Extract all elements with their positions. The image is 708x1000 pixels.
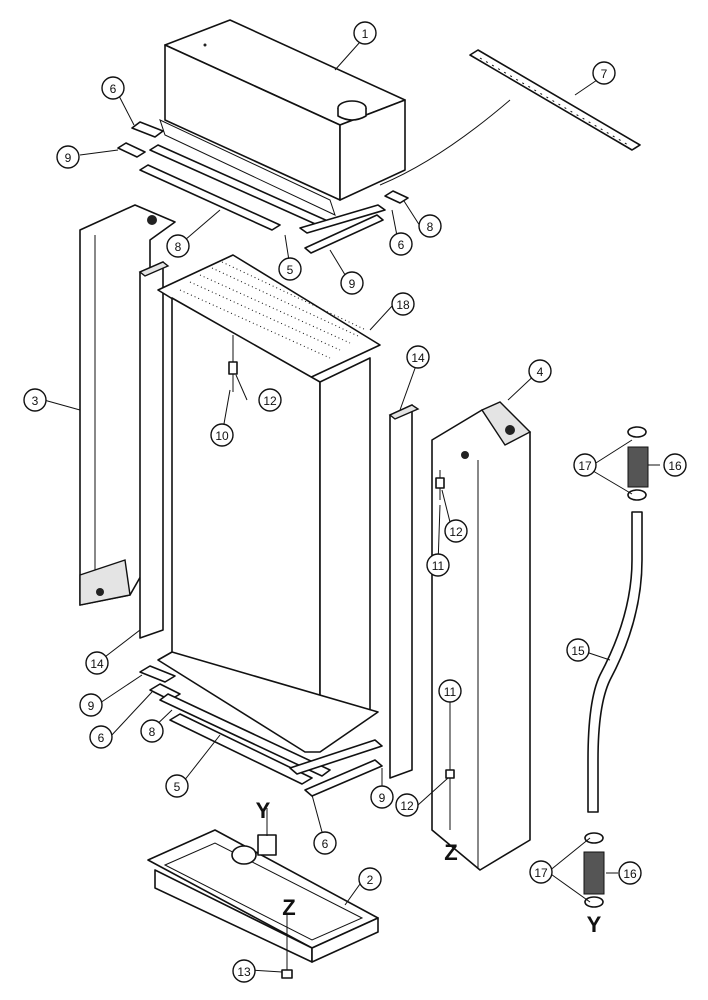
callout-label: 12 [449, 525, 463, 539]
callout-label: 8 [175, 240, 182, 254]
callout-6-upper-left: 6 [101, 76, 125, 100]
callout-label: 12 [400, 799, 414, 813]
callout-label: 11 [444, 685, 457, 699]
callout-16-upper: 16 [663, 453, 687, 477]
callout-label: 5 [174, 780, 181, 794]
callout-3: 3 [23, 388, 47, 412]
callout-label: 6 [98, 731, 105, 745]
callout-label: 17 [578, 459, 592, 473]
callout-8-upper-right: 8 [418, 214, 442, 238]
core-tube-field [179, 261, 367, 359]
callout-label: 14 [411, 351, 425, 365]
callout-label: 11 [432, 559, 445, 573]
callout-label: 12 [263, 394, 277, 408]
callout-label: 9 [379, 791, 386, 805]
callout-13: 13 [232, 959, 256, 983]
bottom-tank [147, 808, 379, 979]
callout-9-lower-left: 9 [79, 693, 103, 717]
callout-1: 1 [353, 21, 377, 45]
callout-6-lower-left: 6 [89, 725, 113, 749]
callout-label: 3 [32, 394, 39, 408]
callout-9-upper-left: 9 [56, 145, 80, 169]
callout-label: 15 [571, 644, 585, 658]
upper-gasket-strips [117, 121, 409, 254]
callout-17-lower: 17 [529, 860, 553, 884]
callout-label: 17 [534, 866, 548, 880]
mounting-strip-7 [469, 49, 641, 151]
callout-2: 2 [358, 867, 382, 891]
callout-label: 9 [349, 277, 356, 291]
callout-17-upper: 17 [573, 453, 597, 477]
callout-label: 16 [623, 867, 637, 881]
callout-10: 10 [210, 423, 234, 447]
callout-label: 5 [287, 263, 294, 277]
callout-12-core: 12 [258, 388, 282, 412]
callout-label: 6 [398, 238, 405, 252]
callout-9-upper-right: 9 [340, 271, 364, 295]
callout-label: 4 [537, 365, 544, 379]
callout-8-upper-left: 8 [166, 234, 190, 258]
callout-label: 8 [149, 725, 156, 739]
callout-label: 7 [601, 67, 608, 81]
callout-12-right-lower: 12 [395, 793, 419, 817]
callout-4: 4 [528, 359, 552, 383]
callout-16-lower: 16 [618, 861, 642, 885]
callout-6-upper-right: 6 [389, 232, 413, 256]
callout-15: 15 [566, 638, 590, 662]
callout-label: 6 [322, 837, 329, 851]
hose-assembly [583, 426, 649, 908]
callout-7: 7 [592, 61, 616, 85]
left-seal-strip [138, 261, 170, 639]
callout-18: 18 [391, 292, 415, 316]
callout-14-right: 14 [406, 345, 430, 369]
callout-8-lower: 8 [140, 719, 164, 743]
callout-5-top: 5 [278, 257, 302, 281]
callout-label: 16 [668, 459, 682, 473]
reference-letter-y-top: Y [256, 798, 271, 823]
callout-label: 10 [215, 429, 229, 443]
callout-6-lower-right: 6 [313, 831, 337, 855]
callout-12-right-upper: 12 [444, 519, 468, 543]
callout-11-lower: 11 [438, 679, 462, 703]
callout-label: 2 [367, 873, 374, 887]
callout-label: 6 [110, 82, 117, 96]
right-seal-strip [388, 404, 420, 779]
reference-letter-z-top: Z [444, 840, 457, 865]
lower-gasket-strips [139, 665, 455, 830]
reference-letter-y-bottom: Y [587, 912, 602, 937]
callout-label: 8 [427, 220, 434, 234]
callout-label: 1 [362, 27, 369, 41]
callout-label: 9 [65, 151, 72, 165]
callout-11-upper: 11 [426, 553, 450, 577]
reference-letter-z-bottom: Z [282, 895, 295, 920]
callout-5-bottom: 5 [165, 774, 189, 798]
core-bolt [228, 335, 238, 392]
callout-label: 13 [237, 965, 251, 979]
callout-9-lower-right: 9 [370, 785, 394, 809]
callout-label: 14 [90, 657, 104, 671]
top-tank [159, 19, 511, 216]
callout-14-left: 14 [85, 651, 109, 675]
left-side-bracket [79, 204, 176, 606]
callout-label: 9 [88, 699, 95, 713]
right-side-bracket [431, 401, 532, 871]
radiator-core [157, 254, 381, 753]
callout-label: 18 [396, 298, 410, 312]
